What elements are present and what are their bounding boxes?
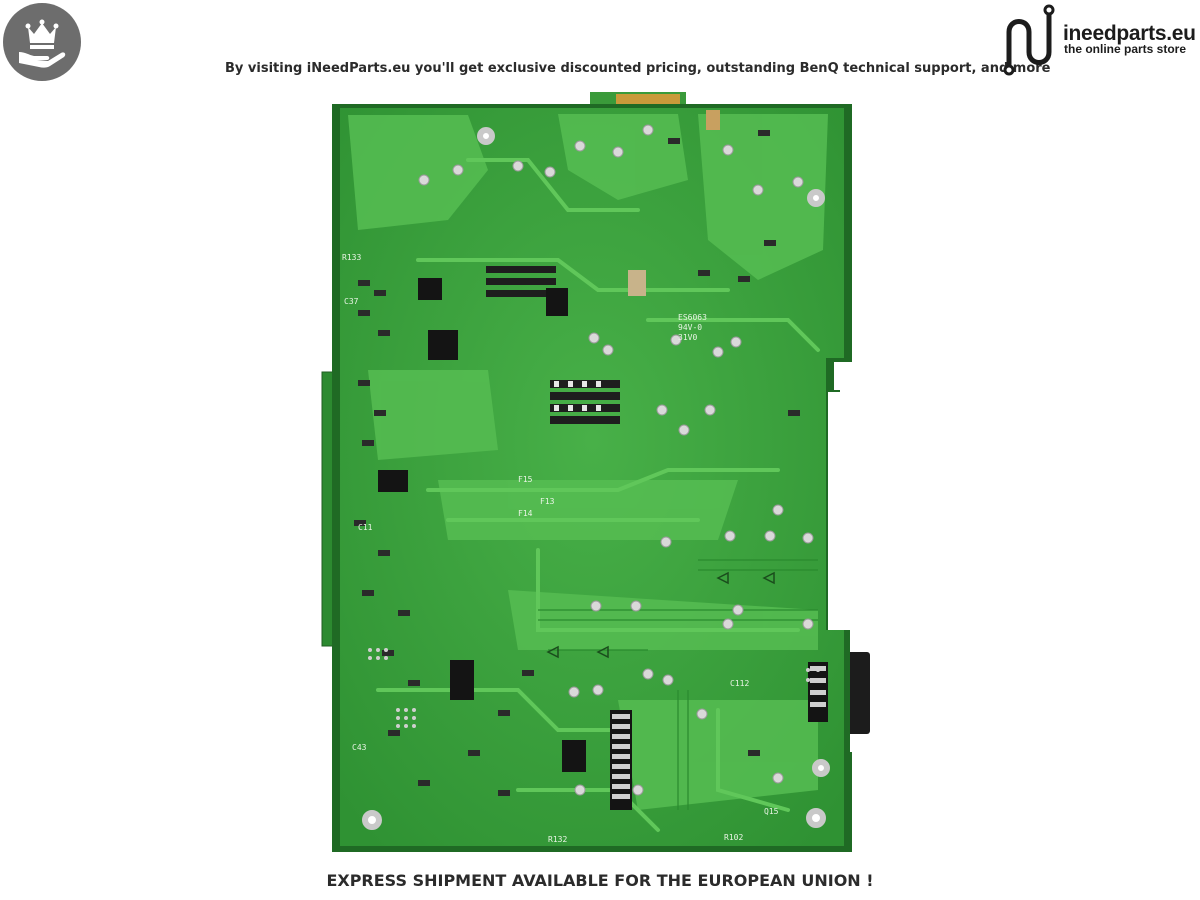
silkscreen-f13: F13 (540, 497, 555, 506)
shipping-banner: EXPRESS SHIPMENT AVAILABLE FOR THE EUROP… (326, 871, 874, 890)
silkscreen-top-code: ES6063 (678, 313, 707, 322)
crown-on-hand-icon (19, 19, 66, 68)
silkscreen-c112: C112 (730, 679, 749, 688)
product-image: ES6063 94V-0 31V0 R133 C37 C11 C43 C112 … (318, 90, 878, 860)
silkscreen-r102: R102 (724, 833, 743, 842)
silkscreen-r133: R133 (342, 253, 361, 262)
silkscreen-q15: Q15 (764, 807, 779, 816)
logo-tagline: the online parts store (1064, 42, 1187, 56)
silkscreen-c43: C43 (352, 743, 367, 752)
silkscreen-r132: R132 (548, 835, 567, 844)
silkscreen-f14: F14 (518, 509, 533, 518)
crown-badge (3, 3, 81, 81)
silkscreen-c37: C37 (344, 297, 359, 306)
silkscreen-c11: C11 (358, 523, 373, 532)
logo-name: ineedparts.eu (1063, 22, 1196, 45)
silkscreen-f15: F15 (518, 475, 533, 484)
power-supply-pcb-board: ES6063 94V-0 31V0 R133 C37 C11 C43 C112 … (321, 92, 870, 852)
silkscreen-rating: 94V-0 (678, 323, 702, 332)
ineedparts-logo[interactable]: ineedparts.eu the online parts store (1003, 2, 1198, 78)
promo-banner: By visiting iNeedParts.eu you'll get exc… (225, 61, 1051, 76)
silkscreen-date-code: 31V0 (678, 333, 697, 342)
ineedparts-logo-mark-icon (1003, 4, 1055, 76)
